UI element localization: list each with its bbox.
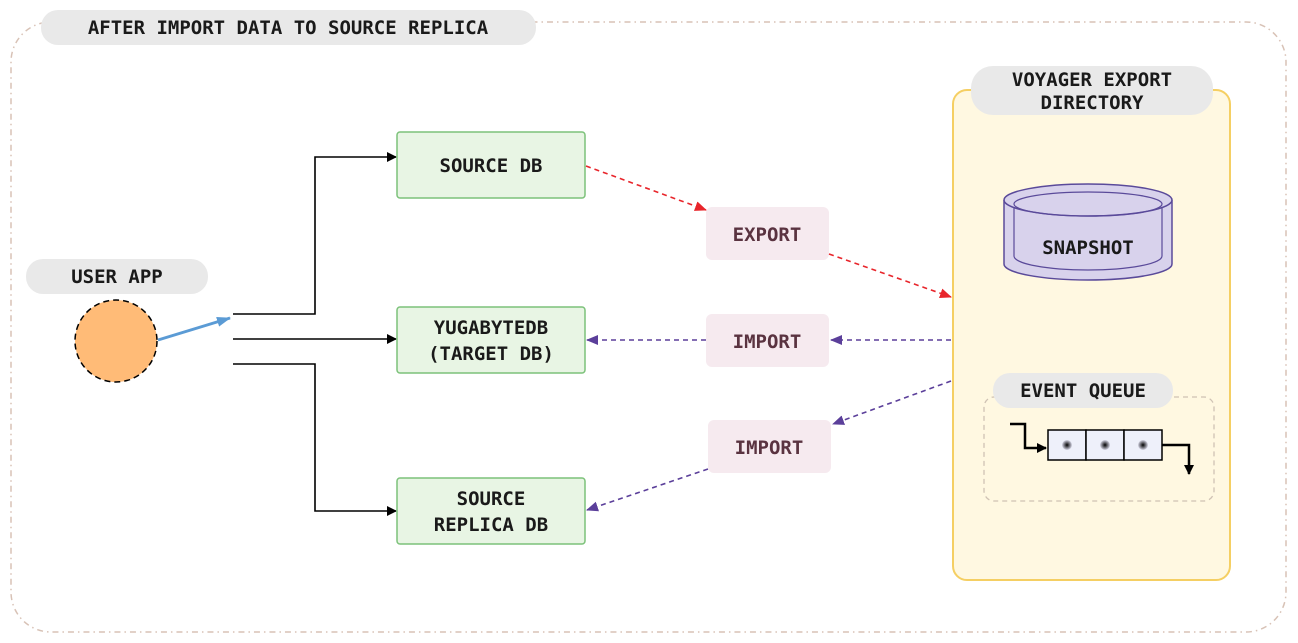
target-db-label-line2: (TARGET DB) — [428, 343, 554, 365]
outer-frame — [10, 21, 1287, 633]
export-arrow-in — [585, 165, 707, 211]
source-db-box — [396, 131, 586, 199]
export-label: EXPORT — [733, 224, 802, 246]
snapshot-cylinder-icon — [1003, 183, 1173, 281]
frame-title-pill — [41, 10, 536, 45]
import-replica-arrow-out — [586, 468, 709, 512]
export-arrow-out — [828, 253, 952, 299]
export-pill — [706, 207, 829, 260]
import-target-label: IMPORT — [733, 331, 802, 353]
export-directory-box — [952, 89, 1231, 581]
user-app-label: USER APP — [71, 266, 163, 288]
export-directory-title-line2: DIRECTORY — [1041, 92, 1145, 114]
user-app-arrow — [157, 316, 231, 342]
frame-title: AFTER IMPORT DATA TO SOURCE REPLICA — [88, 17, 489, 39]
import-replica-label: IMPORT — [735, 437, 804, 459]
import-replica-arrow-in — [832, 380, 952, 425]
connector-to-source-db — [233, 152, 397, 315]
user-app-node — [74, 299, 158, 383]
import-replica-pill — [708, 420, 831, 473]
snapshot-label: SNAPSHOT — [1042, 237, 1134, 259]
replica-db-label-line1: SOURCE — [457, 488, 526, 510]
connector-to-replica-db — [233, 363, 397, 516]
export-directory-title-line1: VOYAGER EXPORT — [1012, 69, 1172, 91]
export-directory-title-pill — [971, 66, 1213, 115]
source-db-label: SOURCE DB — [440, 155, 543, 177]
target-db-box — [396, 306, 586, 374]
user-app-pill — [26, 259, 208, 294]
import-target-pill — [706, 314, 829, 367]
replica-db-label-line2: REPLICA DB — [434, 514, 548, 536]
replica-db-box — [396, 477, 586, 545]
event-queue-title-pill — [993, 373, 1173, 408]
target-db-label-line1: YUGABYTEDB — [434, 317, 548, 339]
event-queue-title: EVENT QUEUE — [1020, 380, 1146, 402]
event-queue-icon — [1010, 422, 1194, 475]
